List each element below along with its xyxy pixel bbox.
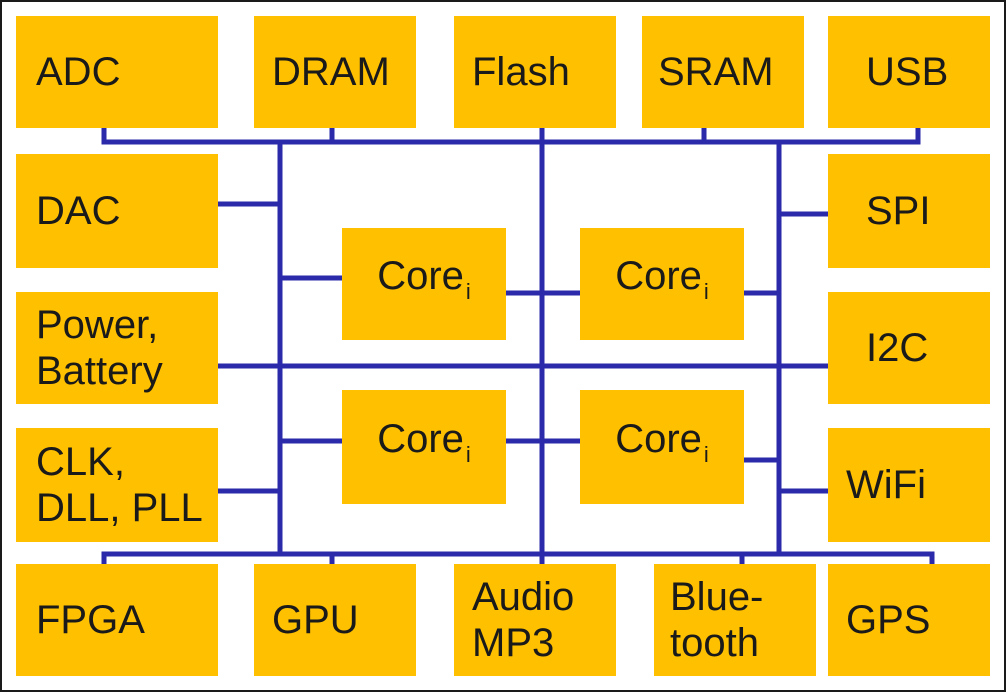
core-bottom-right: Corei: [580, 390, 744, 504]
audio-mp3-block: Audio MP3: [454, 564, 616, 676]
core-label: Core: [615, 417, 702, 461]
usb-block: USB: [828, 16, 990, 128]
adc-block: ADC: [16, 16, 218, 128]
wifi-block: WiFi: [828, 428, 990, 542]
bluetooth-label-line-1: Blue-: [670, 575, 764, 619]
sram-block: SRAM: [642, 16, 804, 128]
core-label: Core: [377, 254, 464, 298]
clock-block: CLK, DLL, PLL: [16, 428, 218, 542]
dram-block: DRAM: [254, 16, 416, 128]
core-top-left: Corei: [342, 228, 506, 340]
gpu-label: GPU: [272, 598, 359, 642]
sram-label: SRAM: [658, 50, 774, 94]
power-label-line-1: Power,: [36, 303, 159, 347]
clk-label-line-2: DLL, PLL: [36, 486, 203, 530]
dram-label: DRAM: [272, 50, 390, 94]
core-subscript: i: [703, 442, 709, 467]
core-label: Core: [377, 417, 464, 461]
spi-block: SPI: [828, 154, 990, 268]
bluetooth-label-line-2: tooth: [670, 621, 759, 665]
audio-label-line-2: MP3: [472, 621, 555, 665]
fpga-block: FPGA: [16, 564, 218, 676]
wifi-label: WiFi: [846, 463, 926, 507]
power-battery-block: Power, Battery: [16, 292, 218, 404]
usb-label: USB: [866, 50, 949, 94]
clk-label-line-1: CLK,: [36, 440, 125, 484]
dac-label: DAC: [36, 189, 121, 233]
core-label: Core: [615, 254, 702, 298]
core-subscript: i: [465, 442, 471, 467]
gps-label: GPS: [846, 598, 931, 642]
core-bottom-left: Corei: [342, 390, 506, 504]
gps-block: GPS: [828, 564, 990, 676]
i2c-block: I2C: [828, 292, 990, 404]
dac-block: DAC: [16, 154, 218, 268]
core-subscript: i: [465, 279, 471, 304]
adc-label: ADC: [36, 50, 121, 94]
bluetooth-block: Blue- tooth: [654, 564, 816, 676]
i2c-label: I2C: [866, 326, 929, 370]
audio-label-line-1: Audio: [472, 575, 575, 619]
core-subscript: i: [703, 279, 709, 304]
flash-label: Flash: [472, 50, 570, 94]
spi-label: SPI: [866, 189, 931, 233]
fpga-label: FPGA: [36, 598, 145, 642]
gpu-block: GPU: [254, 564, 416, 676]
flash-block: Flash: [454, 16, 616, 128]
core-top-right: Corei: [580, 228, 744, 340]
power-label-line-2: Battery: [36, 349, 163, 393]
